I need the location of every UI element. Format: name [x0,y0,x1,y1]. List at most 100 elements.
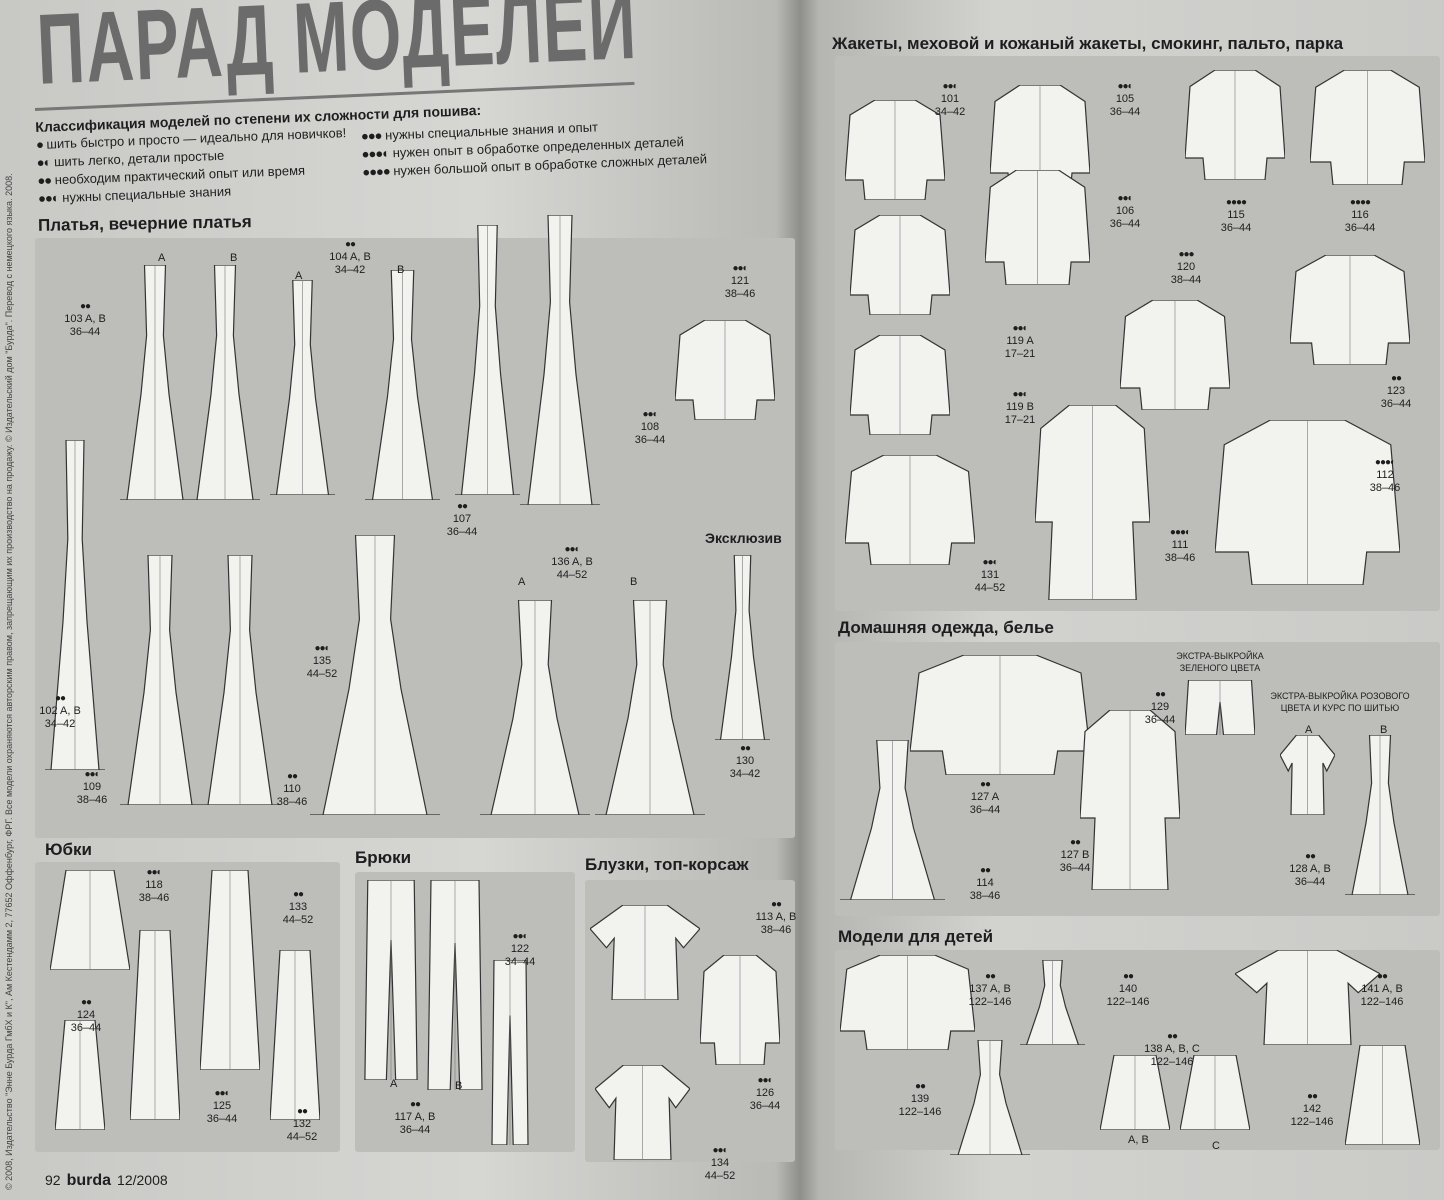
model-number: 126 [755,1087,775,1099]
variant-letter: A [390,1078,398,1090]
model-number: 138 A, B, C [1144,1043,1200,1055]
difficulty-dots: ●● [914,1081,926,1092]
model-sizes: 34–42 [44,718,76,730]
difficulty-dots: ●●●● [1349,197,1371,208]
difficulty-dots: ●● [54,693,66,704]
model-sizes: 38–46 [724,288,756,300]
difficulty-dots: ●●●◐ [1169,527,1191,538]
model-number: 135 [312,655,332,667]
section-blouses: Блузки, топ-корсаж [585,855,749,874]
difficulty-dots: ●●◐ [214,1088,230,1099]
variant-letter: C [1212,1140,1220,1152]
model-number: 128 A, B [1289,863,1331,875]
model-number: 105 [1115,93,1135,105]
model-sizes: 38–46 [969,890,1001,902]
garment-dress-drawing [1345,735,1415,895]
model-number: 121 [730,275,750,287]
garment-dress-drawing [455,225,520,495]
variant-letter: A [518,576,526,588]
model-number: 132 [292,1118,312,1130]
model-sizes: 122–146 [898,1106,942,1118]
difficulty-dots: ●● [1306,1091,1318,1102]
garment-jacket-drawing [1120,300,1230,410]
model-number: 136 A, B [551,556,593,568]
garment-top-drawing [590,905,700,1000]
garment-skirt-drawing [1345,1045,1420,1145]
garment-jacket-drawing [845,100,945,200]
difficulty-dots: ●●● [1178,249,1194,260]
variant-letter: B [630,576,638,588]
garment-dress-drawing [520,215,600,505]
model-number: 130 [735,755,755,767]
difficulty-dots: ●●◐ [84,769,100,780]
variant-letter: A [1305,724,1313,736]
difficulty-dots: ●● [79,301,91,312]
garment-dress-drawing [310,535,440,815]
model-sizes: 44–52 [306,668,338,680]
garment-top-drawing [595,1065,690,1160]
garment-skirt-drawing [130,930,180,1120]
model-number: 115 [1227,209,1245,221]
model-number: 122 [510,943,530,955]
difficulty-dots: ●●●● [362,163,391,180]
garment-jacket-drawing [845,455,975,565]
difficulty-dots: ●●◐ [732,263,748,274]
garment-jacket-drawing [675,320,775,420]
model-sizes: 122–146 [968,996,1012,1008]
difficulty-dots: ●● [409,1099,421,1110]
extra-line: ЭКСТРА-ВЫКРОЙКА [1176,651,1264,661]
difficulty-dots: ●● [1154,689,1166,700]
difficulty-dots: ●●◐ [37,190,59,206]
difficulty-dots: ●● [984,971,996,982]
model-number: 119 B [1006,401,1034,413]
difficulty-dots: ●●◐ [642,409,658,420]
difficulty-dots: ●● [286,771,298,782]
model-number: 131 [980,569,1000,581]
model-number: 110 [283,783,301,795]
garment-skirt-drawing [270,950,320,1120]
garment-dress-drawing [950,1040,1030,1155]
model-number: 109 [82,781,102,793]
extra-line: ЦВЕТА И КУРС ПО ШИТЬЮ [1280,703,1400,713]
model-sizes: 36–44 [1109,106,1141,118]
model-number: 133 [288,901,308,913]
garment-jacket-drawing [985,170,1090,285]
difficulty-dots: ●●◐ [512,931,528,942]
difficulty-dots: ●●◐ [942,81,958,92]
model-sizes: 122–146 [1290,1116,1334,1128]
garment-dress-drawing [1020,960,1085,1045]
garment-dress-drawing [120,265,190,500]
difficulty-dots: ●●●● [1225,197,1247,208]
difficulty-dots: ●● [1376,971,1388,982]
model-number: 113 A, B [755,911,797,923]
section-homewear: Домашняя одежда, белье [838,618,1054,637]
variant-letter: B [455,1080,463,1092]
difficulty-dots: ●●◐ [146,867,162,878]
model-number: 107 [452,513,472,525]
model-sizes: 36–44 [1144,714,1176,726]
model-sizes: 34–42 [729,768,761,780]
garment-shorts-drawing [1185,680,1255,735]
model-number: 114 [976,877,994,889]
difficulty-dots: ●● [739,743,751,754]
